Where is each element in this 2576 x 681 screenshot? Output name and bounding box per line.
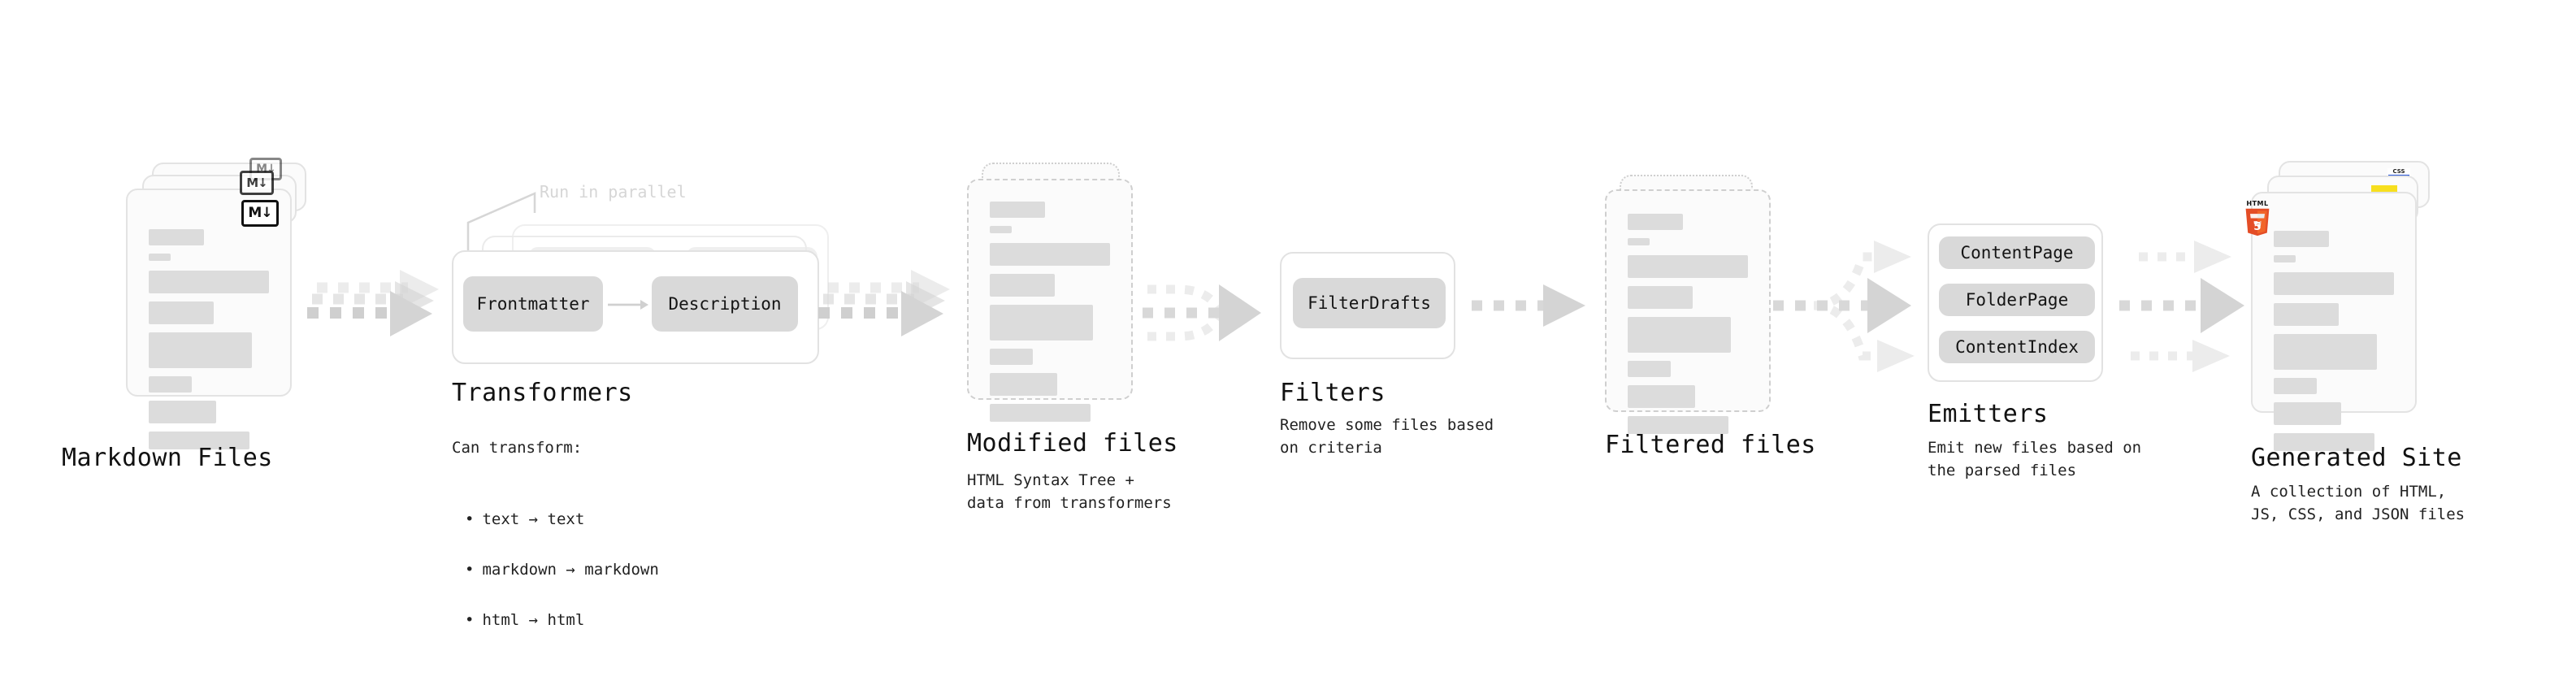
markdown-badge: M↓ xyxy=(241,200,279,227)
chip-contentindex[interactable]: ContentIndex xyxy=(1939,331,2095,363)
connector-modified-to-filters xyxy=(1143,284,1261,341)
html5-badge-label: HTML xyxy=(2246,200,2269,207)
description-generated-site: A collection of HTML, JS, CSS, and JSON … xyxy=(2251,483,2465,523)
label-markdown-files: Markdown Files xyxy=(62,444,273,472)
connector-md-to-transformers xyxy=(307,270,439,336)
emitters-box: ContentPage FolderPage ContentIndex xyxy=(1928,223,2103,382)
list-item: •markdown → markdown xyxy=(465,561,659,579)
transformer-box-front: Frontmatter Description xyxy=(452,250,819,364)
chip-description[interactable]: Description xyxy=(652,276,798,332)
chip-frontmatter[interactable]: Frontmatter xyxy=(463,276,603,332)
filters-box: FilterDrafts xyxy=(1280,252,1455,359)
chip-link-front xyxy=(608,300,648,310)
document-content-lines xyxy=(149,229,269,458)
label-transformers: Transformers xyxy=(452,379,633,407)
label-modified-files: Modified files xyxy=(967,429,1178,458)
css-badge-label: CSS xyxy=(2392,168,2405,175)
chip-folderpage[interactable]: FolderPage xyxy=(1939,284,2095,316)
document-card-front xyxy=(967,179,1133,422)
description-emitters: Emit new files based on the parsed files xyxy=(1928,439,2142,479)
label-emitters: Emitters xyxy=(1928,400,2049,428)
document-card-front-html: HTML 5 xyxy=(2245,192,2417,451)
markdown-badge-ghost-mid: M↓ xyxy=(240,171,274,195)
list-item: •text → text xyxy=(465,510,585,529)
connector-filtered-to-emitters xyxy=(1773,241,1915,372)
chip-filterdrafts[interactable]: FilterDrafts xyxy=(1293,278,1446,328)
transform-intro: Can transform: xyxy=(452,438,583,457)
label-generated-site: Generated Site xyxy=(2251,444,2462,472)
document-content-lines xyxy=(1628,214,1748,442)
description-filters: Remove some files based on criteria xyxy=(1280,416,1494,457)
transform-bullet-list: •text → text •markdown → markdown •html … xyxy=(465,487,659,655)
html5-shield-icon: 5 xyxy=(2245,208,2270,236)
connector-emitters-to-site xyxy=(2119,241,2244,372)
connector-transformers-to-modified xyxy=(818,270,950,336)
label-filters: Filters xyxy=(1280,379,1386,407)
document-content-lines xyxy=(2274,231,2394,459)
svg-text:5: 5 xyxy=(2253,220,2261,233)
connector-filters-to-filtered xyxy=(1472,284,1585,327)
description-modified-files: HTML Syntax Tree + data from transformer… xyxy=(967,471,1172,512)
label-filtered-files: Filtered files xyxy=(1605,431,1816,459)
chip-contentpage[interactable]: ContentPage xyxy=(1939,236,2095,269)
document-card-front xyxy=(1605,189,1771,434)
list-item: •html → html xyxy=(465,611,585,630)
description-transformers: Can transform: •text → text •markdown → … xyxy=(452,414,659,677)
document-card-front: M↓ xyxy=(126,189,292,449)
document-content-lines xyxy=(990,202,1110,430)
html5-badge: HTML 5 xyxy=(2241,200,2274,237)
parallel-note: Run in parallel xyxy=(540,182,687,202)
